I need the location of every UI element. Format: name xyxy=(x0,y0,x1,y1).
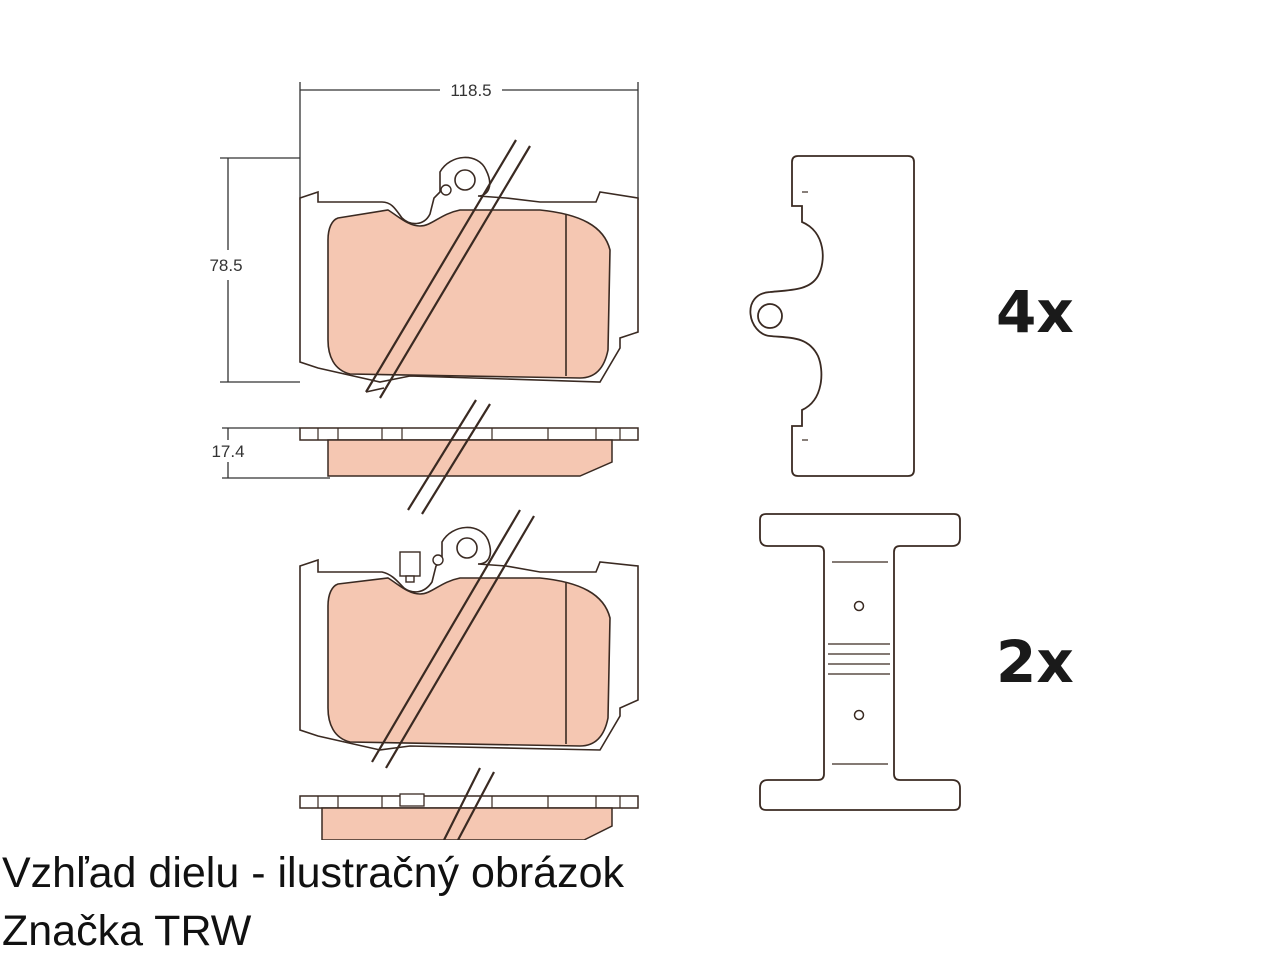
dimension-height xyxy=(220,157,300,383)
spring-clip-quantity: 4x xyxy=(996,278,1074,346)
caption-brand: Značka TRW xyxy=(2,907,252,955)
mounting-hole xyxy=(454,169,476,191)
mounting-hole xyxy=(456,537,478,559)
brake-pad-2-front-view xyxy=(299,526,639,751)
spring-clip xyxy=(749,155,915,477)
anti-squeal-shim xyxy=(759,513,961,811)
caption-illustrative-image: Vzhľad dielu - ilustračný obrázok xyxy=(2,849,625,897)
width-dimension-label: 118.5 xyxy=(450,81,491,100)
dimension-width xyxy=(299,82,639,200)
thickness-dimension-label: 17.4 xyxy=(211,442,244,461)
height-dimension-label: 78.5 xyxy=(209,256,242,275)
brake-pad-technical-drawing: 118.5 78.5 17.4 xyxy=(209,81,1074,840)
break-lines xyxy=(365,139,535,840)
brake-pad-1-front-view xyxy=(299,156,639,383)
brake-pad-1-side-view xyxy=(299,427,639,477)
wear-sensor xyxy=(399,551,444,583)
pin-hole xyxy=(440,184,452,196)
shim-quantity: 2x xyxy=(996,628,1074,696)
dimension-thickness xyxy=(222,427,330,479)
